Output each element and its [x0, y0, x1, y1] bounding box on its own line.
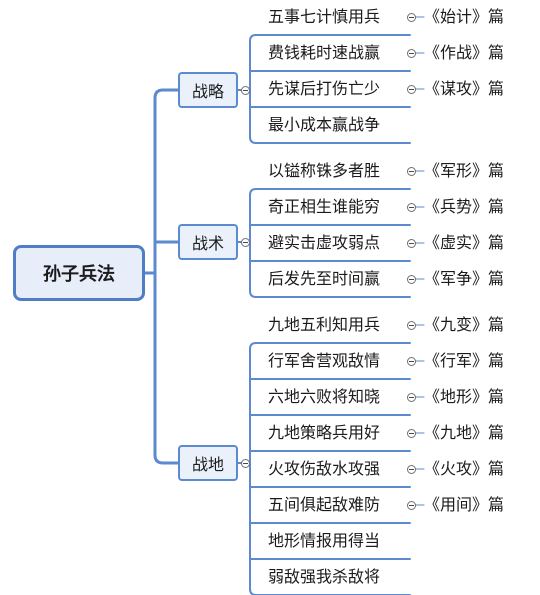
leaf-node-text[interactable]: 避实击虚攻弱点	[268, 233, 381, 252]
category-node[interactable]: 战略	[178, 72, 238, 108]
chapter-label[interactable]: 《用间》篇	[424, 495, 505, 514]
leaf-node-text[interactable]: 六地六败将知晓	[268, 387, 381, 406]
leaf-collapse-icon[interactable]	[407, 393, 416, 402]
leaf-collapse-icon[interactable]	[407, 357, 416, 366]
chapter-label[interactable]: 《谋攻》篇	[424, 79, 505, 98]
chapter-label[interactable]: 《行军》篇	[424, 351, 505, 370]
category-collapse-icon[interactable]	[241, 238, 250, 247]
leaf-node-text[interactable]: 先谋后打伤亡少	[268, 79, 381, 98]
chapter-label[interactable]: 《九地》篇	[424, 423, 505, 442]
leaf-node-text[interactable]: 以镒称铢多者胜	[268, 161, 381, 180]
root-label: 孙子兵法	[43, 264, 115, 285]
leaf-node-text[interactable]: 费钱耗时速战赢	[268, 43, 381, 62]
chapter-label[interactable]: 《虚实》篇	[424, 233, 505, 252]
category-label: 战地	[191, 455, 224, 474]
leaf-collapse-icon[interactable]	[407, 167, 416, 176]
leaf-collapse-icon[interactable]	[407, 275, 416, 284]
chapter-label[interactable]: 《兵势》篇	[424, 197, 505, 216]
category-label: 战略	[191, 82, 224, 101]
leaf-collapse-icon[interactable]	[407, 13, 416, 22]
leaf-collapse-icon[interactable]	[407, 465, 416, 474]
leaf-collapse-icon[interactable]	[407, 203, 416, 212]
leaf-collapse-icon[interactable]	[407, 239, 416, 248]
root-node[interactable]: 孙子兵法	[13, 245, 145, 301]
leaf-node-text[interactable]: 九地策略兵用好	[268, 423, 381, 442]
leaf-node-text[interactable]: 后发先至时间赢	[268, 269, 381, 288]
category-collapse-icon[interactable]	[241, 459, 250, 468]
leaf-node-text[interactable]: 最小成本赢战争	[268, 115, 381, 134]
leaf-node-text[interactable]: 弱敌强我杀敌将	[268, 567, 381, 586]
chapter-label[interactable]: 《火攻》篇	[424, 459, 505, 478]
leaf-node-text[interactable]: 地形情报用得当	[268, 531, 381, 550]
leaf-collapse-icon[interactable]	[407, 321, 416, 330]
chapter-label[interactable]: 《军形》篇	[424, 161, 505, 180]
leaf-node-text[interactable]: 九地五利知用兵	[268, 315, 381, 334]
leaf-node-text[interactable]: 五间俱起敌难防	[268, 495, 381, 514]
category-collapse-icon[interactable]	[241, 86, 250, 95]
leaf-collapse-icon[interactable]	[407, 85, 416, 94]
chapter-label[interactable]: 《作战》篇	[424, 43, 505, 62]
category-label: 战术	[191, 234, 224, 253]
leaf-collapse-icon[interactable]	[407, 501, 416, 510]
category-node[interactable]: 战地	[178, 445, 238, 481]
leaf-collapse-icon[interactable]	[407, 429, 416, 438]
leaf-collapse-icon[interactable]	[407, 49, 416, 58]
chapter-label[interactable]: 《军争》篇	[424, 269, 505, 288]
chapter-label[interactable]: 《九变》篇	[424, 315, 505, 334]
chapter-label[interactable]: 《地形》篇	[424, 387, 505, 406]
leaf-node-text[interactable]: 行军舍营观敌情	[268, 351, 381, 370]
chapter-label[interactable]: 《始计》篇	[424, 7, 505, 26]
leaf-node-text[interactable]: 五事七计慎用兵	[268, 7, 381, 26]
leaf-node-text[interactable]: 火攻伤敌水攻强	[268, 459, 381, 478]
category-node[interactable]: 战术	[178, 224, 238, 260]
leaf-node-text[interactable]: 奇正相生谁能穷	[268, 197, 381, 216]
